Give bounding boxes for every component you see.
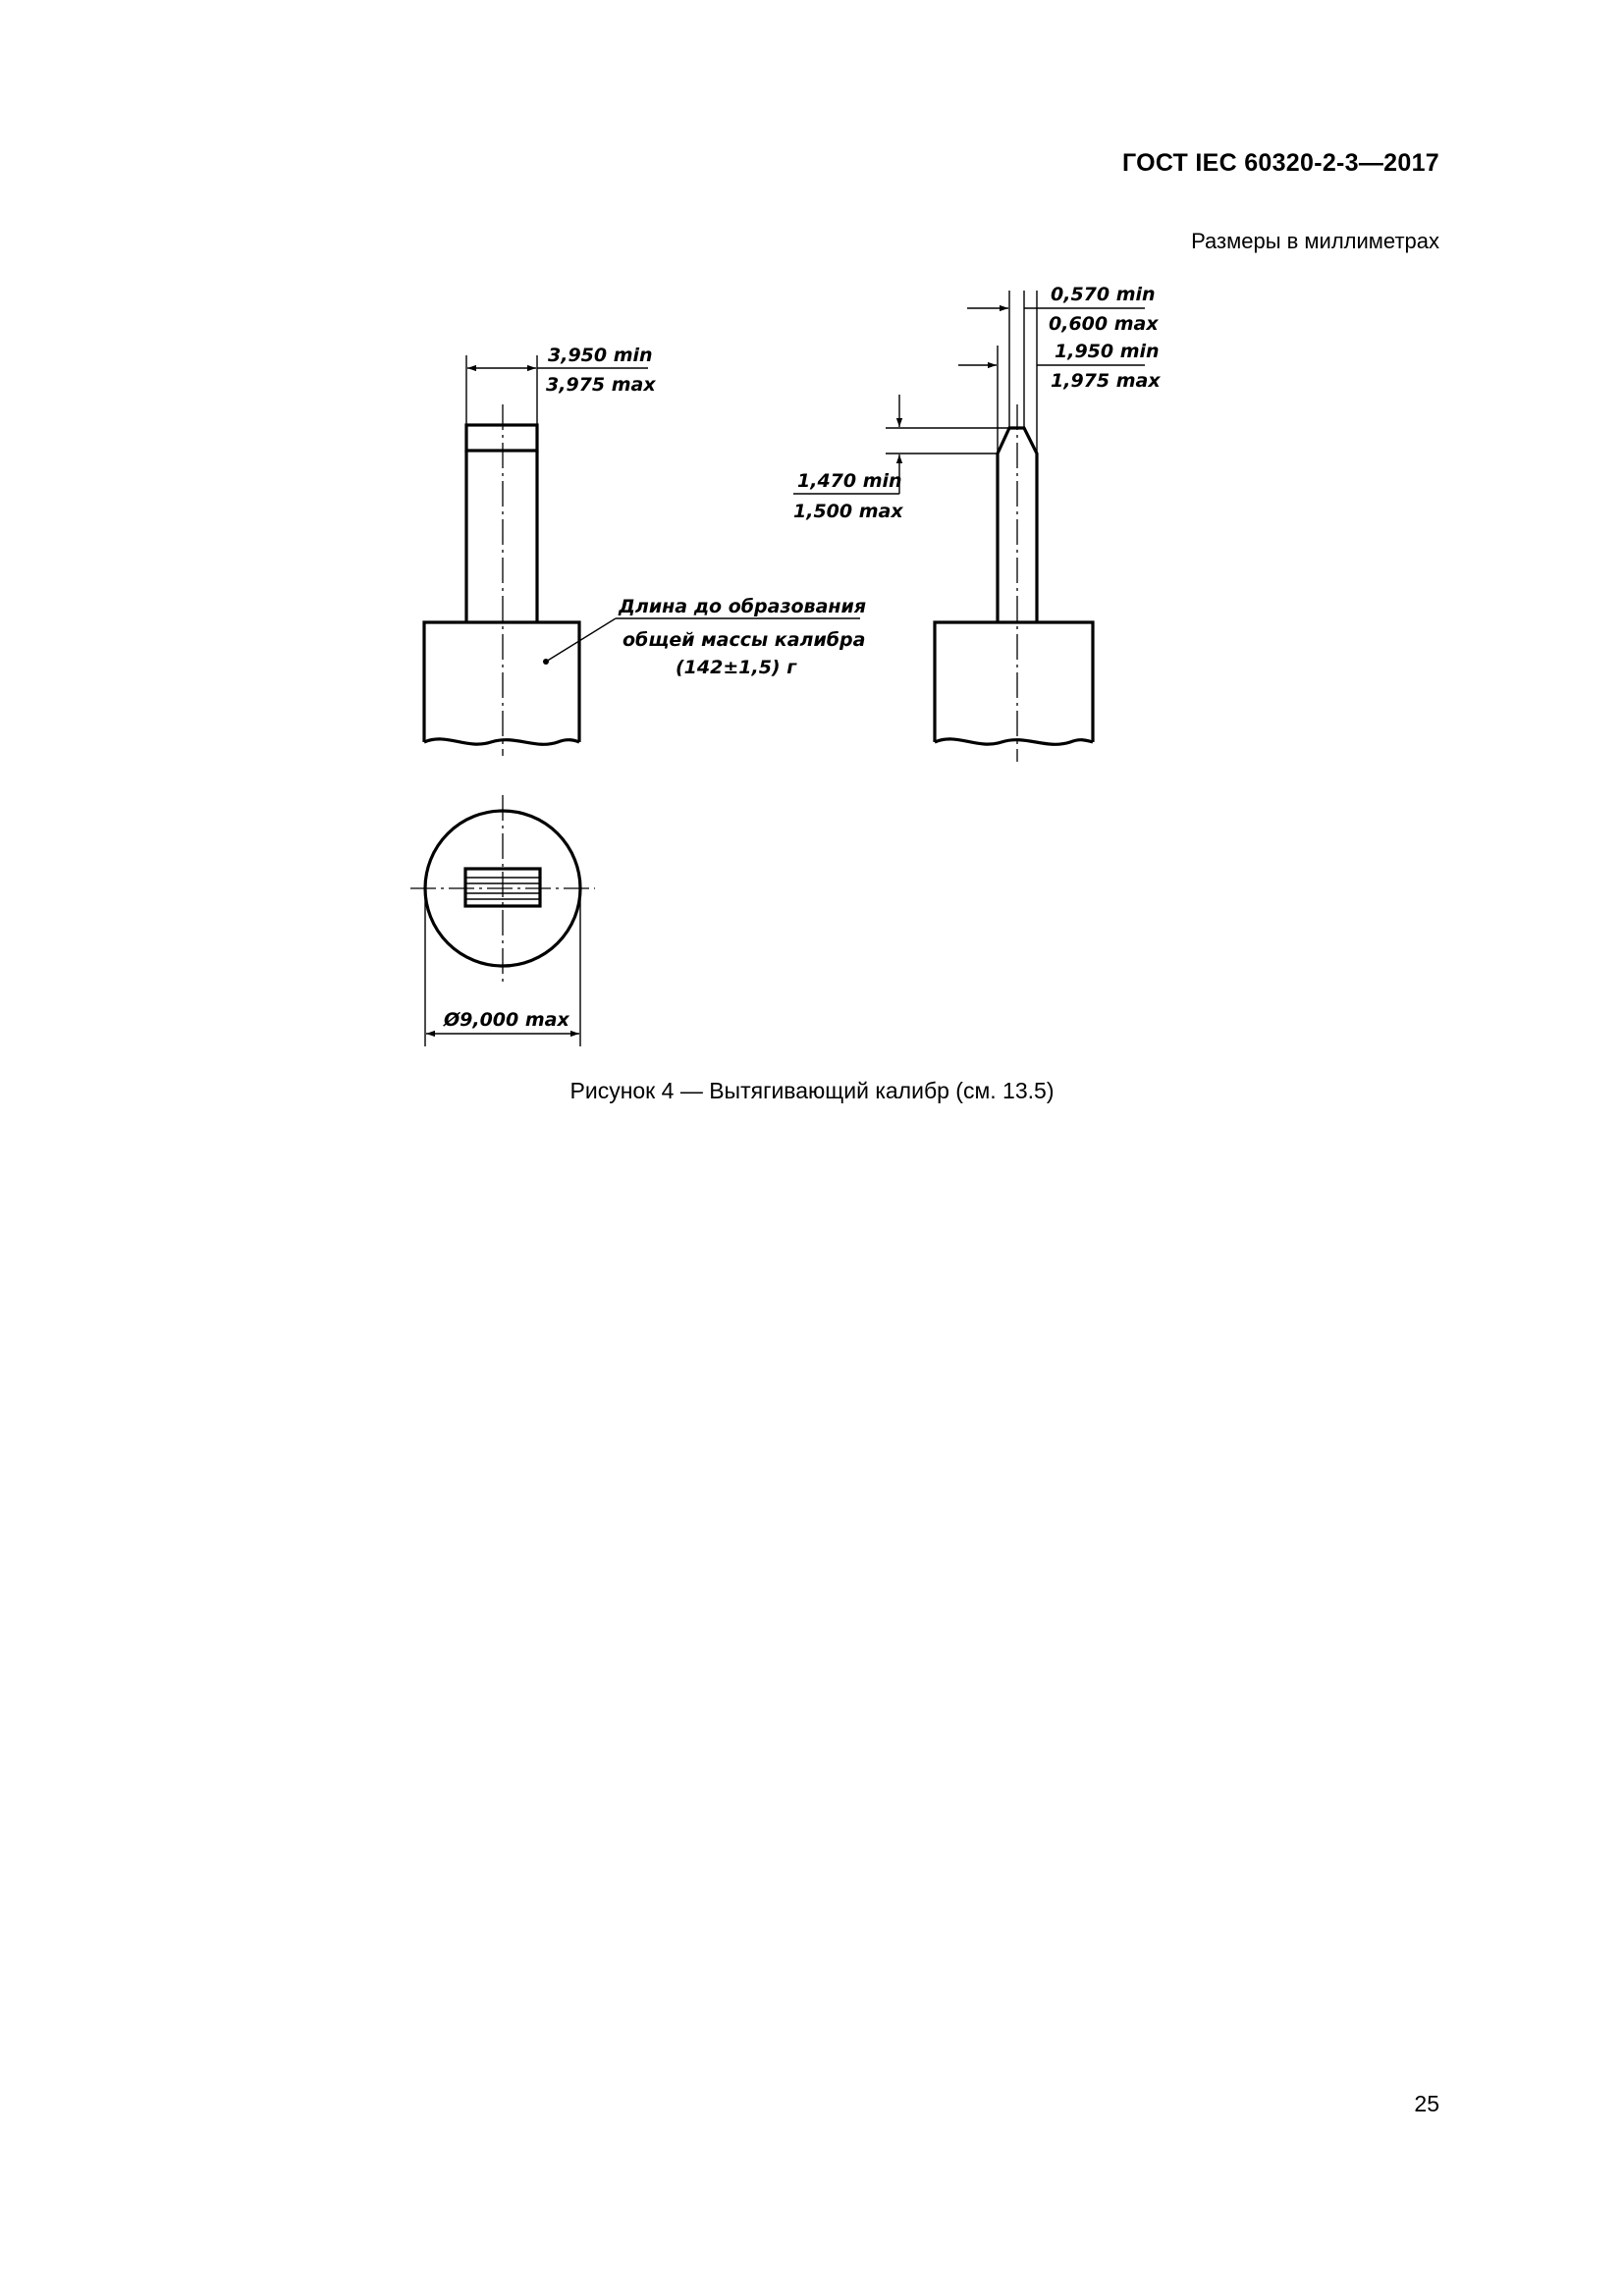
dim-tip-min: 0,570 min	[1051, 284, 1156, 305]
callout-leader	[545, 617, 617, 663]
dim-width-min: 3,950 min	[548, 345, 653, 366]
dim-chamfer-max: 1,500 max	[793, 501, 903, 522]
dim-tip-max: 0,600 max	[1049, 313, 1159, 335]
document-code: ГОСТ IEC 60320-2-3—2017	[1121, 149, 1439, 177]
callout-line-2: общей массы калибра	[623, 629, 865, 651]
dim-chamfer-min: 1,470 min	[797, 470, 902, 492]
body-break-line	[423, 737, 580, 746]
pin-section-rect	[463, 867, 542, 908]
figure-caption: Рисунок 4 — Вытягивающий калибр (см. 13.…	[569, 1078, 1055, 1103]
dim-blade-max: 1,975 max	[1051, 370, 1161, 392]
dim-diameter: Ø9,000 max	[443, 1009, 569, 1031]
dim-blade-min: 1,950 min	[1055, 341, 1160, 362]
end-view: Ø9,000 max	[410, 795, 595, 1046]
units-note: Размеры в миллиметрах	[1191, 229, 1439, 253]
gauge-body-side	[933, 620, 1095, 742]
side-view: 0,570 min 0,600 max 1,950 min 1,975 max …	[793, 284, 1161, 762]
callout-line-1: Длина до образования	[618, 596, 866, 617]
gauge-body	[422, 620, 581, 742]
dim-width-max: 3,975 max	[546, 374, 656, 396]
body-break-line-side	[934, 737, 1094, 746]
callout-line-3: (142±1,5) г	[676, 657, 797, 678]
front-view: 3,950 min 3,975 max Длина до образования…	[422, 345, 866, 756]
pin-cap	[464, 423, 539, 453]
page-number: 25	[1414, 2091, 1439, 2116]
